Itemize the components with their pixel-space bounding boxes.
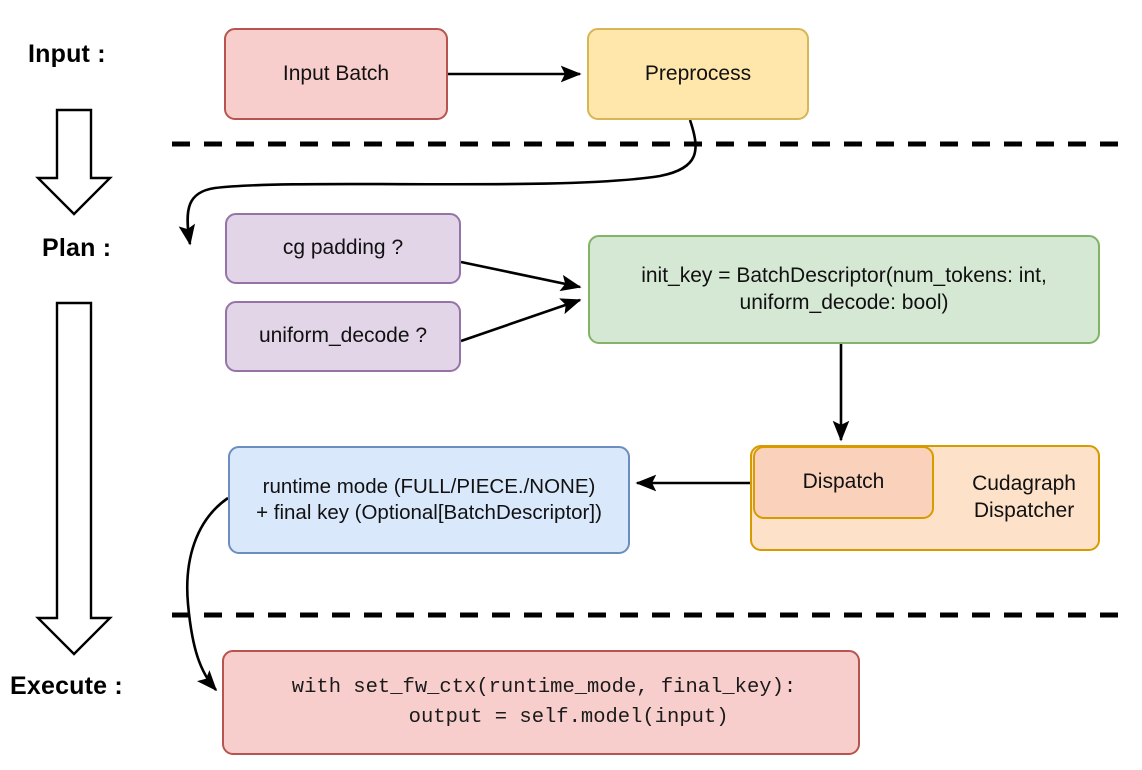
node-init-key-label: init_key = BatchDescriptor(num_tokens: i… <box>641 263 1047 314</box>
node-uniform-decode-label: uniform_decode ? <box>258 324 428 348</box>
node-input-batch[interactable]: Input Batch <box>224 28 448 120</box>
edge-runtime-mode-to-execute <box>186 496 229 692</box>
node-runtime-mode-label: runtime mode (FULL/PIECE./NONE) + final … <box>256 474 602 524</box>
node-cg-padding[interactable]: cg padding ? <box>225 213 461 284</box>
node-preprocess[interactable]: Preprocess <box>587 28 809 120</box>
node-runtime-mode[interactable]: runtime mode (FULL/PIECE./NONE) + final … <box>228 446 630 554</box>
stage-block-arrow-input-to-plan <box>35 108 113 216</box>
node-cg-padding-label: cg padding ? <box>282 236 404 260</box>
stage-label-input: Input : <box>28 40 106 68</box>
node-dispatch-label: Dispatch <box>802 470 885 494</box>
edge-cg-padding-to-init-key <box>460 260 582 292</box>
node-uniform-decode[interactable]: uniform_decode ? <box>225 301 461 372</box>
node-init-key[interactable]: init_key = BatchDescriptor(num_tokens: i… <box>588 235 1100 344</box>
node-input-batch-label: Input Batch <box>282 61 390 85</box>
stage-block-arrow-plan-to-execute <box>35 301 113 656</box>
node-execute-code-label: with set_fw_ctx(runtime_mode, final_key)… <box>291 675 797 729</box>
node-dispatch[interactable]: Dispatch <box>753 446 934 519</box>
stage-label-execute: Execute : <box>10 672 123 700</box>
edge-preprocess-to-plan <box>178 119 697 246</box>
node-cudagraph-dispatcher-label: Cudagraph Dispatcher <box>972 472 1076 522</box>
edge-uniform-decode-to-init-key <box>460 298 582 343</box>
node-preprocess-label: Preprocess <box>644 61 752 85</box>
node-execute-code[interactable]: with set_fw_ctx(runtime_mode, final_key)… <box>222 650 860 755</box>
stage-label-plan: Plan : <box>42 234 112 262</box>
